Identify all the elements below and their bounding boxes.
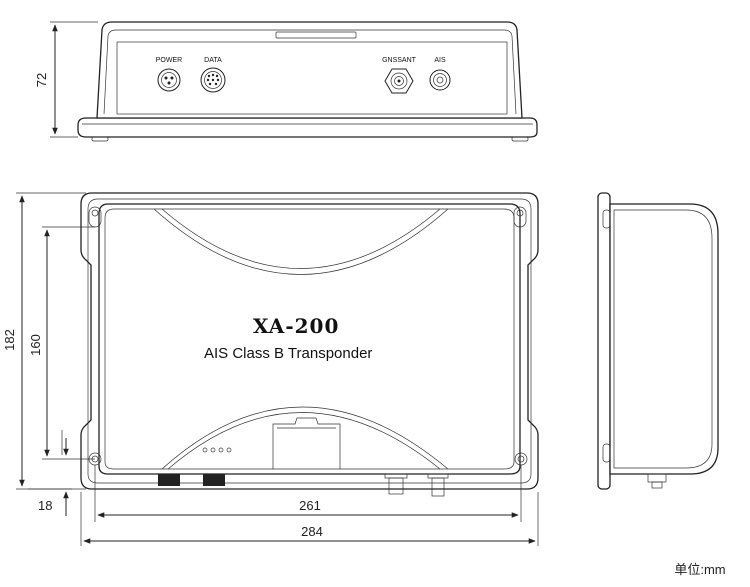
data-connector	[200, 67, 226, 93]
dim-offset: 18	[38, 498, 52, 513]
power-connector	[157, 68, 181, 92]
power-label: POWER	[156, 57, 182, 64]
model-name: XA-200	[253, 314, 339, 338]
status-leds	[202, 447, 232, 453]
data-label: DATA	[204, 57, 222, 64]
model-subtitle: AIS Class B Transponder	[204, 345, 372, 362]
dim-front-height: 72	[34, 73, 49, 87]
ais-label: AIS	[434, 57, 446, 64]
unit-label: 单位:mm	[674, 562, 725, 577]
dim-outer-width: 284	[301, 524, 323, 539]
top-view: XA-200 AIS Class B Transponder 182 160 1…	[2, 192, 539, 546]
gnss-label: GNSSANT	[382, 57, 417, 64]
ais-connector	[429, 69, 451, 91]
dim-inner-width: 261	[299, 498, 321, 513]
bottom-connectors	[158, 473, 449, 497]
gnss-antenna-connector	[384, 68, 414, 94]
dim-inner-height: 160	[28, 334, 43, 356]
front-view: POWER DATA GNSSANT AIS 72	[34, 21, 538, 142]
side-view	[597, 192, 719, 490]
dim-outer-height: 182	[2, 329, 17, 351]
